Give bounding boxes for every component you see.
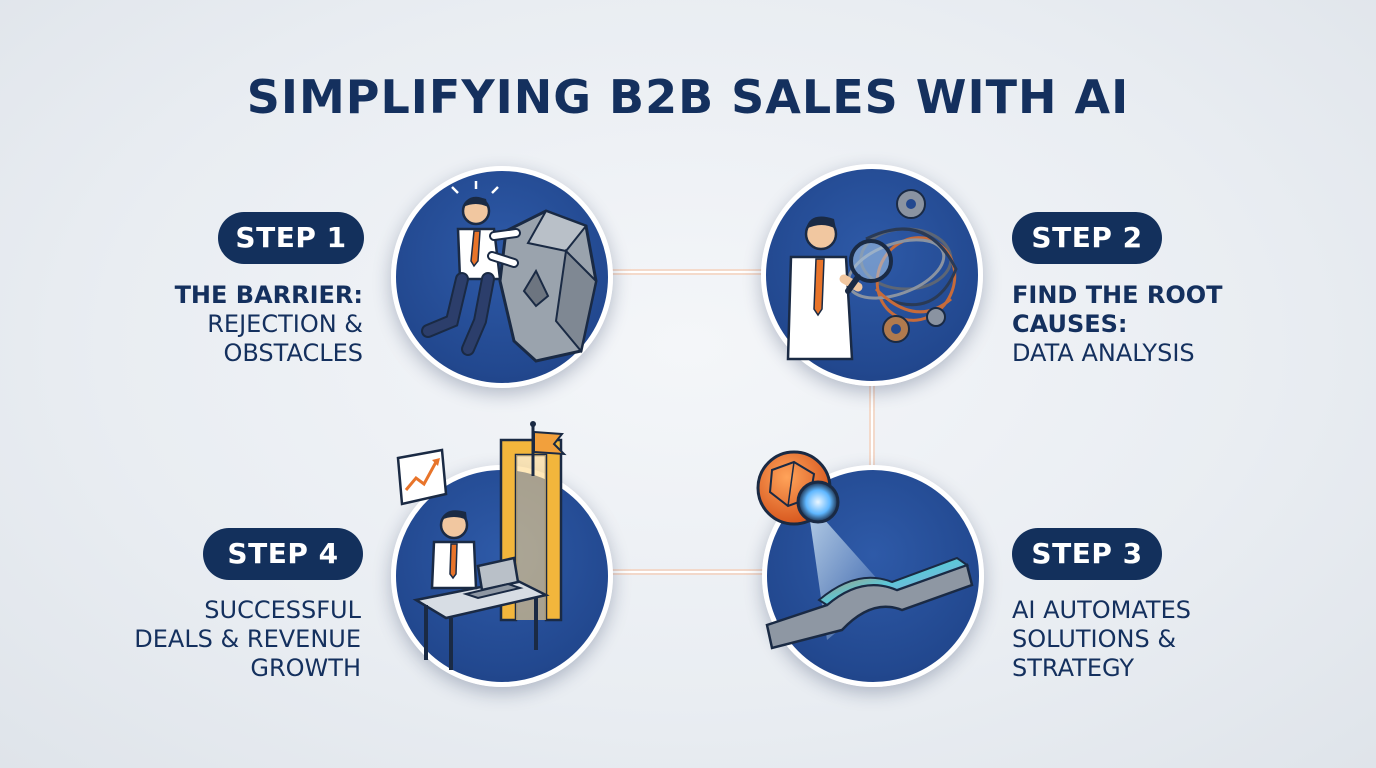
step-2-line-2: CAUSES:: [1012, 310, 1128, 338]
step-4-description: SUCCESSFUL DEALS & REVENUE GROWTH: [60, 596, 361, 683]
growth-chart-icon: [396, 448, 448, 506]
laptop-icon: [462, 556, 524, 600]
step-1-line-2: REJECTION &: [207, 310, 363, 338]
step-4-badge: STEP 4: [203, 528, 363, 580]
step-1-line-3: OBSTACLES: [223, 339, 364, 367]
flag-icon: [530, 421, 567, 476]
step-3-badge: STEP 3: [1012, 528, 1162, 580]
bridge-icon: [765, 556, 974, 650]
step-3-line-3: STRATEGY: [1012, 654, 1135, 682]
gear-icon: [882, 189, 946, 343]
step-1-badge: STEP 1: [218, 212, 364, 264]
magnifying-glass-icon: [845, 239, 893, 294]
step-3-description: AI AUTOMATES SOLUTIONS & STRATEGY: [1012, 596, 1272, 683]
step-3-line-1: AI AUTOMATES: [1012, 596, 1191, 624]
happy-man-icon: [430, 510, 478, 590]
step-4-line-2: DEALS & REVENUE: [134, 625, 361, 653]
step-1-description: THE BARRIER: REJECTION & OBSTACLES: [120, 281, 363, 368]
analyst-man-icon: [786, 216, 863, 361]
page-title: SIMPLIFYING B2B SALES WITH AI: [246, 70, 1130, 124]
ai-orb-icon: [756, 450, 840, 526]
step-1-line-1: THE BARRIER:: [174, 281, 363, 309]
step-4-line-3: GROWTH: [250, 654, 361, 682]
step-1-illustration: [391, 166, 613, 388]
step-4-illustration: [391, 438, 613, 687]
step-2-line-1: FIND THE ROOT: [1012, 281, 1223, 309]
step-2-badge: STEP 2: [1012, 212, 1162, 264]
stressed-man-icon: [421, 181, 521, 356]
step-2-line-3: DATA ANALYSIS: [1012, 339, 1195, 367]
step-2-illustration: [761, 164, 983, 386]
step-2-description: FIND THE ROOT CAUSES: DATA ANALYSIS: [1012, 281, 1272, 368]
step-3-line-2: SOLUTIONS &: [1012, 625, 1177, 653]
step-3-illustration: [762, 465, 984, 687]
step-4-line-1: SUCCESSFUL: [204, 596, 361, 624]
